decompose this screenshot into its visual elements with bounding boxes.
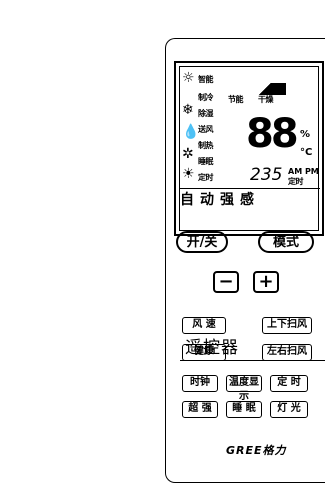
lcd-label-heat: 制热 — [198, 141, 214, 150]
power-button[interactable]: 开/关 — [176, 231, 228, 253]
timer-suffix: 定时 — [288, 177, 304, 186]
remote-control-body: ☼ ❄ 💧 ✲ ☀ 智能 制冷 除湿 送风 制热 睡眠 定时 节能 干燥 88 … — [165, 38, 325, 483]
turbo-button[interactable]: 超 强 — [182, 401, 218, 418]
dry-mode-icon: 💧 — [182, 124, 200, 140]
lcd-label-sleep: 睡眠 — [198, 157, 214, 166]
heat-mode-icon: ☀ — [182, 166, 195, 182]
temp-display-button[interactable]: 温度显示 — [226, 375, 262, 402]
mode-glyph-3: 强 — [220, 192, 234, 208]
lcd-label-cool: 制冷 — [198, 93, 214, 102]
lcd-inner-frame — [179, 66, 319, 231]
swing-horizontal-button[interactable]: 左右扫风 — [262, 344, 312, 361]
lcd-label-dry: 除湿 — [198, 109, 214, 118]
lcd-label-auto: 智能 — [198, 75, 214, 84]
brand-logo: GREE格力 — [226, 444, 287, 457]
temp-down-button[interactable]: − — [213, 271, 239, 293]
clock-button[interactable]: 时钟 — [182, 375, 218, 392]
lcd-label-timer: 定时 — [198, 173, 214, 182]
caption-underline — [180, 360, 325, 361]
caption-remote-control: 遥控器 — [185, 338, 239, 358]
temp-up-button[interactable]: + — [253, 271, 279, 293]
cool-mode-icon: ❄ — [182, 102, 194, 118]
light-button[interactable]: 灯 光 — [270, 401, 308, 418]
health-button[interactable]: 健康 — [182, 344, 226, 361]
mode-glyph-4: 感 — [240, 192, 254, 208]
mode-glyph-1: 自 — [180, 192, 194, 208]
mode-glyph-2: 动 — [200, 192, 214, 208]
fan-speed-bars-icon — [244, 83, 286, 95]
auto-mode-icon: ☼ — [182, 70, 195, 86]
timer-button[interactable]: 定 时 — [270, 375, 308, 392]
am-pm-indicator: AM PM — [288, 167, 319, 176]
swing-vertical-button[interactable]: 上下扫风 — [262, 317, 312, 334]
timer-digits: 235 — [250, 165, 283, 185]
sleep-button[interactable]: 睡 眠 — [226, 401, 262, 418]
temperature-digits: 88 — [246, 111, 299, 157]
mode-button[interactable]: 模式 — [258, 231, 314, 253]
lcd-label-dry-top: 干燥 — [258, 95, 274, 104]
fan-mode-icon: ✲ — [182, 146, 194, 162]
lcd-mode-row: 自 动 强 感 — [180, 188, 320, 209]
lcd-display: ☼ ❄ 💧 ✲ ☀ 智能 制冷 除湿 送风 制热 睡眠 定时 节能 干燥 88 … — [174, 61, 324, 236]
celsius-unit: °C — [300, 147, 313, 158]
fan-speed-button[interactable]: 风 速 — [182, 317, 226, 334]
lcd-label-energy: 节能 — [228, 95, 244, 104]
lcd-label-fan: 送风 — [198, 125, 214, 134]
humidity-unit: % — [300, 129, 311, 140]
